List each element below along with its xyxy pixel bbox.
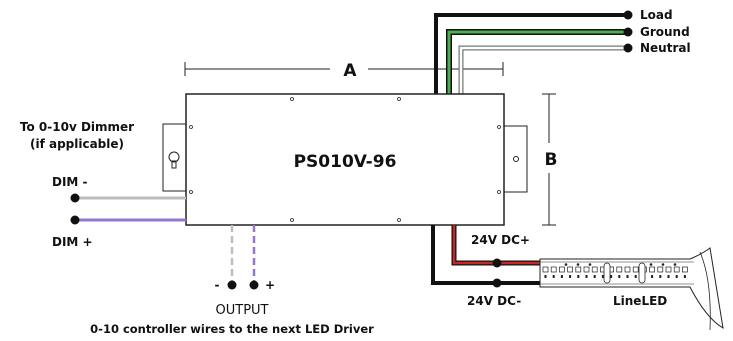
led-chip xyxy=(682,266,688,273)
led-resistor xyxy=(675,275,678,278)
mounting-hole-icon xyxy=(168,151,180,169)
dc-negative-wire xyxy=(431,225,540,288)
dimension-a-label: A xyxy=(343,61,357,81)
led-resistor xyxy=(651,275,654,278)
output-plus-label: + xyxy=(265,278,275,292)
load-label: Load xyxy=(640,8,673,22)
led-chip xyxy=(657,266,664,273)
output-note: 0-10 controller wires to the next LED Dr… xyxy=(90,322,374,336)
led-chip xyxy=(616,266,623,273)
led-resistor xyxy=(634,275,637,278)
led-chip xyxy=(673,266,680,273)
neutral-label: Neutral xyxy=(640,41,691,55)
dimmer-subtitle: (if applicable) xyxy=(30,137,124,151)
led-resistor xyxy=(683,275,686,278)
mounting-hole-icon xyxy=(513,156,519,162)
dim-minus-label: DIM - xyxy=(52,175,88,189)
led-resistor xyxy=(667,275,670,278)
driver-box xyxy=(162,93,528,226)
dc-positive-wire xyxy=(451,225,540,268)
led-resistor xyxy=(552,275,555,278)
dimension-b-label: B xyxy=(545,150,558,170)
led-resistor xyxy=(585,275,588,278)
led-chip xyxy=(559,266,565,273)
led-resistor xyxy=(560,275,563,278)
led-resistor xyxy=(577,275,580,278)
cut-point xyxy=(638,262,646,284)
led-resistor xyxy=(601,275,604,278)
led-chip xyxy=(624,266,631,273)
cut-point xyxy=(603,262,611,284)
output-title: OUTPUT xyxy=(216,303,269,318)
ground-label: Ground xyxy=(640,25,690,39)
led-resistor xyxy=(593,275,596,278)
led-chip xyxy=(550,266,557,273)
output-wires xyxy=(227,225,259,290)
dim-minus-wire xyxy=(70,193,186,203)
led-chip xyxy=(567,266,573,273)
load-wire xyxy=(434,10,633,94)
neutral-wire xyxy=(458,43,633,94)
led-resistor xyxy=(610,275,613,278)
led-chip xyxy=(583,266,590,273)
led-resistor xyxy=(569,275,572,278)
led-chip xyxy=(649,266,655,273)
dimmer-title: To 0-10v Dimmer xyxy=(20,120,134,134)
led-chip xyxy=(591,266,598,273)
output-minus-label: - xyxy=(215,278,220,292)
led-chips xyxy=(542,262,688,284)
led-resistor xyxy=(626,275,629,278)
dim-plus-wire xyxy=(70,215,186,225)
dc-positive-label: 24V DC+ xyxy=(471,233,530,247)
strip-markers xyxy=(564,263,677,266)
strip-name: LineLED xyxy=(613,294,667,308)
led-chip xyxy=(665,266,672,273)
ground-wire xyxy=(446,27,633,94)
dimension-b xyxy=(542,93,556,226)
led-resistor xyxy=(618,275,621,278)
dim-plus-label: DIM + xyxy=(52,235,93,249)
dc-negative-label: 24V DC- xyxy=(467,294,521,308)
driver-model: PS010V-96 xyxy=(294,152,397,172)
led-chip xyxy=(632,266,639,273)
led-resistor xyxy=(544,275,547,278)
led-strip xyxy=(539,247,724,331)
led-resistor xyxy=(659,275,662,278)
led-chip xyxy=(542,266,549,273)
led-chip xyxy=(575,266,582,273)
